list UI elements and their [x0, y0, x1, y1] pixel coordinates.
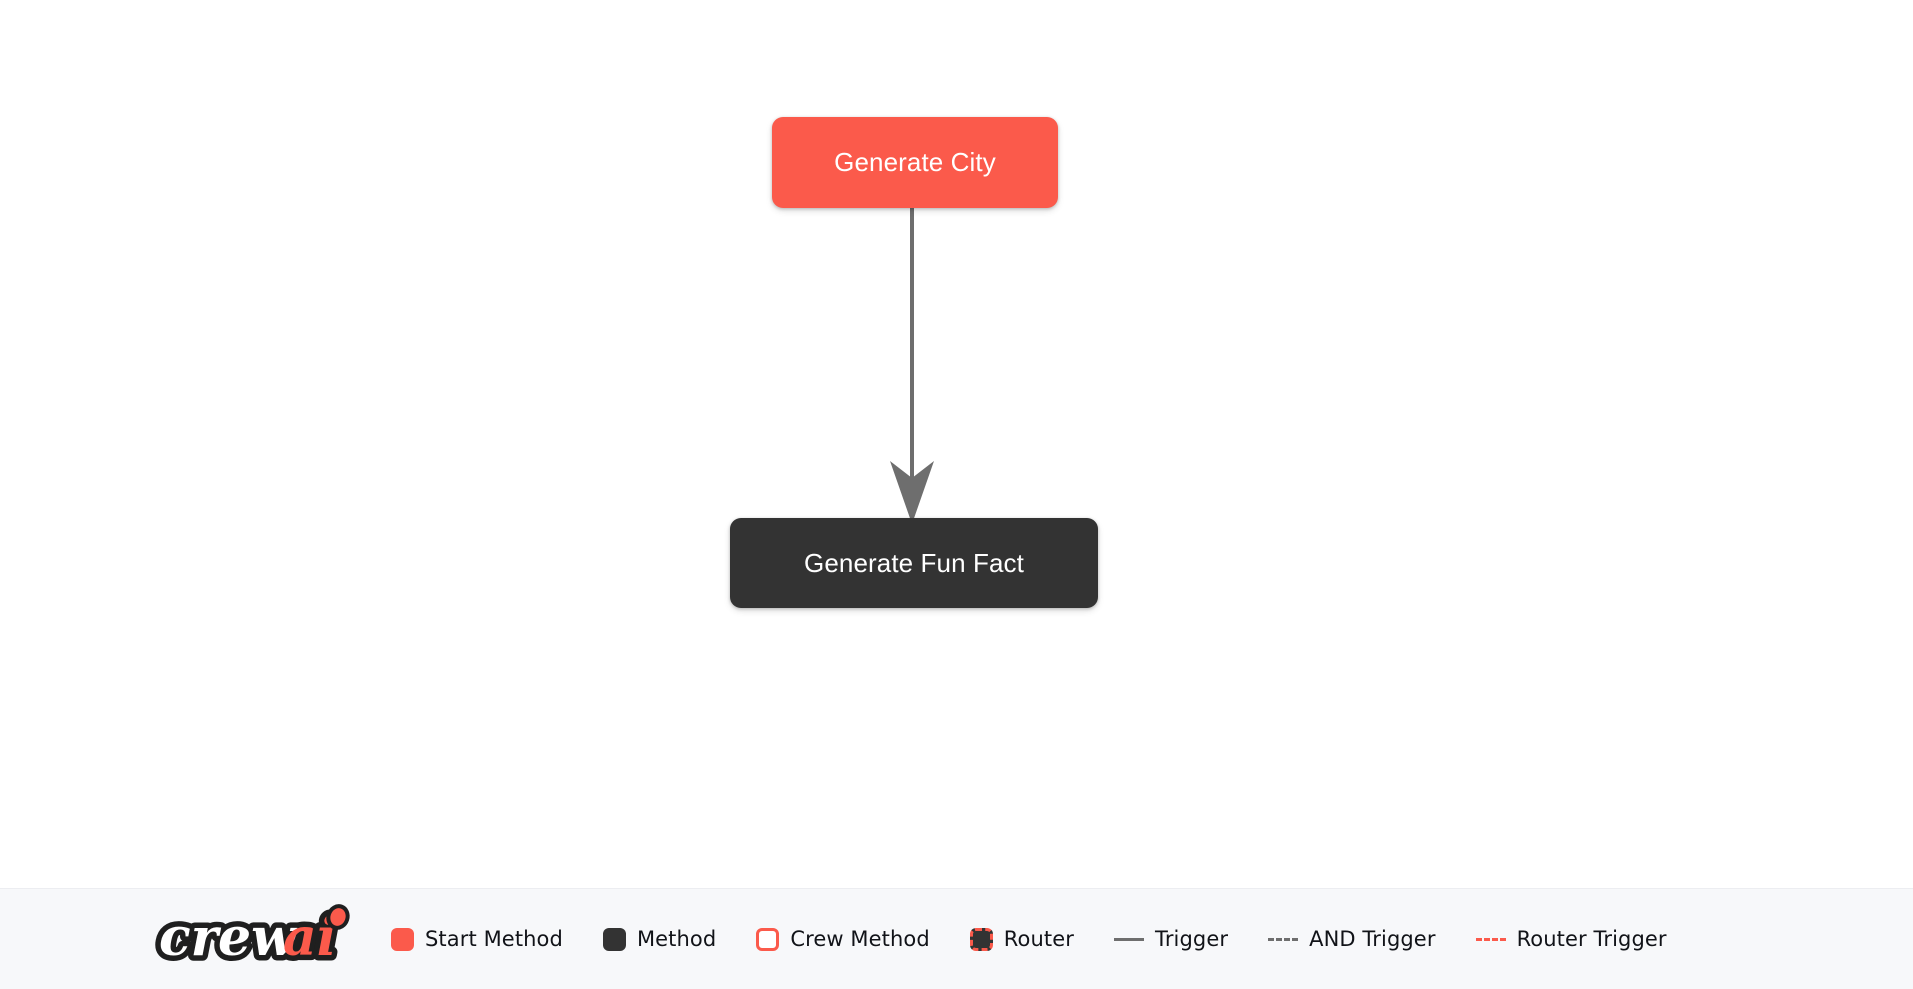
flow-canvas[interactable]: Generate City Generate Fun Fact: [0, 0, 1913, 888]
legend-item-label: Router: [1003, 927, 1074, 951]
legend-item-crew-method[interactable]: Crew Method: [756, 927, 930, 951]
legend-item-label: Trigger: [1154, 927, 1229, 951]
flow-node-label: Generate Fun Fact: [804, 547, 1024, 578]
flow-node-label: Generate City: [834, 147, 996, 177]
crew-method-swatch-icon: [756, 927, 780, 951]
svg-text:crew: crew: [159, 907, 298, 968]
legend-item-list: Start Method Method Crew Method Router T…: [391, 927, 1913, 951]
crewai-logo: crew ai crew ai: [155, 903, 373, 974]
legend-item-label: Router Trigger: [1516, 927, 1667, 951]
flow-node-generate-city[interactable]: Generate City: [772, 117, 1058, 208]
legend-item-label: Start Method: [425, 927, 563, 951]
router-trigger-line-icon: [1475, 937, 1506, 941]
legend-item-router[interactable]: Router: [969, 927, 1074, 951]
router-swatch-icon: [969, 927, 993, 951]
and-trigger-line-icon: [1268, 937, 1299, 941]
legend-item-label: AND Trigger: [1309, 927, 1436, 951]
legend-item-label: Crew Method: [790, 927, 930, 951]
method-swatch-icon: [602, 927, 626, 951]
legend-item-method[interactable]: Method: [602, 927, 717, 951]
legend-item-start-method[interactable]: Start Method: [391, 927, 563, 951]
edge-city-to-funfact: [890, 208, 934, 524]
flow-node-generate-fun-fact[interactable]: Generate Fun Fact: [730, 518, 1098, 608]
legend-item-and-trigger[interactable]: AND Trigger: [1268, 927, 1435, 951]
edge-arrowhead: [890, 461, 934, 524]
crewai-wordmark-icon: crew ai crew ai: [155, 903, 350, 974]
trigger-line-icon: [1113, 937, 1144, 941]
legend-item-router-trigger[interactable]: Router Trigger: [1475, 927, 1667, 951]
legend-item-trigger[interactable]: Trigger: [1113, 927, 1229, 951]
legend-item-label: Method: [636, 927, 717, 951]
legend-bar: crew ai crew ai Start Method Method Crew…: [0, 888, 1913, 989]
start-method-swatch-icon: [391, 927, 414, 951]
svg-text:crew: crew: [159, 907, 298, 968]
